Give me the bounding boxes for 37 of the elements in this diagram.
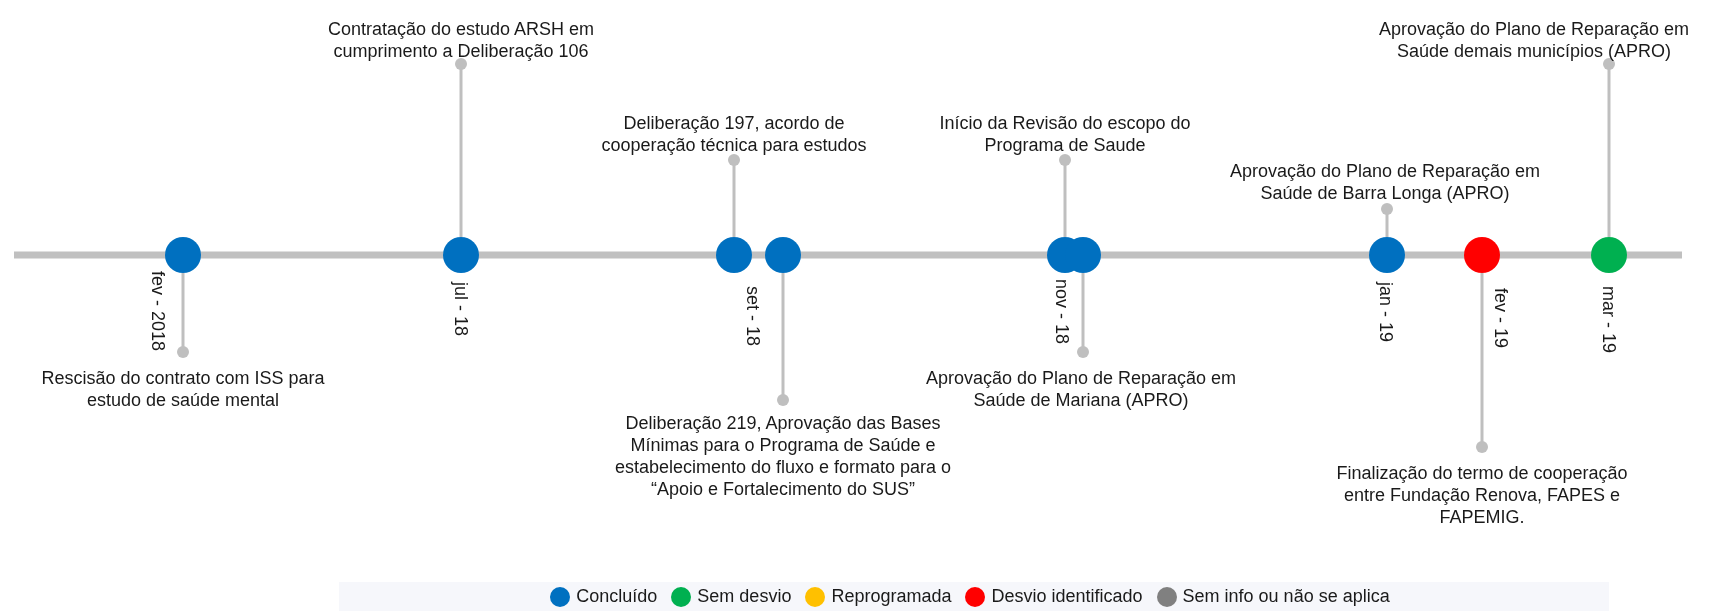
milestone-marker: [1369, 237, 1405, 273]
milestone-marker: [443, 237, 479, 273]
milestone-text: Início da Revisão do escopo do Programa de Saude: [938, 112, 1192, 156]
milestone-marker: [1591, 237, 1627, 273]
legend-label: Desvio identificado: [991, 586, 1143, 607]
milestone-marker: [716, 237, 752, 273]
date-label: nov - 18: [1053, 279, 1071, 345]
leader-line: [728, 154, 740, 237]
leader-line: [177, 273, 189, 358]
date-label: jan - 19: [1377, 282, 1395, 343]
milestone-text: Deliberação 219, Aprovação das Bases Mínimas para o Programa de Saúde e estabelecimento do fluxo e formato para o “Apoio e Fortalecimento do SUS”: [613, 412, 953, 500]
legend-label: Sem info ou não se aplica: [1182, 586, 1390, 607]
milestone-text: Aprovação do Plano de Reparação em Saúde de Barra Longa (APRO): [1228, 160, 1542, 204]
date-label: fev - 2018: [149, 271, 167, 352]
legend-label: Concluído: [576, 586, 658, 607]
leader-line: [777, 273, 789, 406]
leader-line: [455, 58, 467, 237]
date-label: mar - 19: [1600, 286, 1618, 354]
leader-line: [1059, 154, 1071, 237]
milestone-marker: [765, 237, 801, 273]
milestone-marker: [1464, 237, 1500, 273]
milestone-text: Aprovação do Plano de Reparação em Saúde demais municípios (APRO): [1377, 18, 1691, 62]
milestone-text: Deliberação 197, acordo de cooperação técnica para estudos: [600, 112, 868, 156]
date-label: jul - 18: [452, 282, 470, 337]
date-label: fev - 19: [1492, 288, 1510, 349]
milestone-text: Contratação do estudo ARSH em cumprimento a Deliberação 106: [326, 18, 596, 62]
leader-line: [1476, 273, 1488, 453]
leader-line: [1603, 58, 1615, 237]
leader-line: [1077, 273, 1089, 358]
date-label: set - 18: [744, 286, 762, 347]
legend-label: Sem desvio: [697, 586, 792, 607]
leader-line: [1381, 203, 1393, 237]
milestone-marker: [165, 237, 201, 273]
milestone-text: Rescisão do contrato com ISS para estudo de saúde mental: [40, 367, 326, 411]
milestone-text: Finalização do termo de cooperação entre Fundação Renova, FAPES e FAPEMIG.: [1335, 462, 1629, 528]
milestone-text: Aprovação do Plano de Reparação em Saúde de Mariana (APRO): [924, 367, 1238, 411]
legend-label: Reprogramada: [831, 586, 952, 607]
